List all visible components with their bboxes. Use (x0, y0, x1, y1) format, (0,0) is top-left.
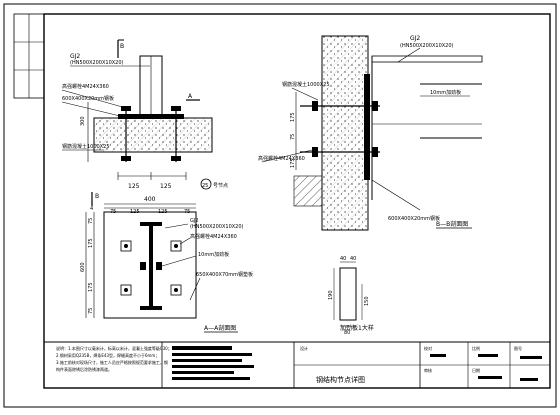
stiffener-title: 加劲板1大样 (340, 324, 374, 332)
plan-section-mark: B (95, 193, 99, 200)
top-label-column-spec: (HN500X200X10X20) (70, 60, 124, 66)
top-label-column: GJ2 (70, 53, 80, 60)
top-dim-bottom-1: 125 (128, 183, 140, 190)
title-block: 说明：1.本图尺寸以毫米计，标高以米计，混凝土强度等级C30； 2.钢材采用Q2… (43, 341, 551, 389)
stiffener-dim-bottom: 80 (344, 330, 350, 336)
stiffener-dim-top-2: 40 (350, 256, 356, 262)
top-dim-bottom-2: 125 (160, 183, 172, 190)
plan-dim-top-4: 75 (184, 209, 190, 215)
side-dim-b: 75 (290, 134, 296, 140)
label-approver: 审核 (424, 367, 432, 373)
side-label-plate: 600X400X20mm钢板 (388, 215, 440, 222)
detail-symbol (200, 178, 212, 190)
note-line-4: 构件表面除锈后涂防锈漆两道。 (56, 366, 112, 372)
stiffener-dim-left: 190 (328, 290, 334, 300)
plan-label-bolt: 高强螺栓4M24X360 (190, 233, 237, 240)
plan-view-title: A—A剖面图 (204, 324, 236, 332)
note-line-3: 3.施工前核对现场尺寸，施工人员应严格按照规范要求施工，钢 (56, 359, 168, 365)
plan-label-base: 650X400X70mm钢垫板 (196, 271, 253, 278)
company-name-block (172, 346, 254, 380)
note-line-1: 说明：1.本图尺寸以毫米计，标高以米计，混凝土强度等级C30； (56, 345, 172, 351)
label-sheet-no: 图号 (514, 345, 522, 351)
plan-label-stiffener: 10mm加劲板 (198, 251, 229, 258)
label-checker: 校对 (424, 345, 432, 351)
label-date: 日期 (472, 367, 480, 373)
plan-label-column: GJ2 (190, 218, 199, 224)
top-label-bolt: 高强螺栓4M24X360 (62, 83, 109, 90)
plan-label-column-spec: (HN500X200X10X20) (190, 224, 244, 230)
side-label-column: GJ2 (410, 35, 420, 42)
top-view: B A GJ2 (HN500X200X10X20) 高强螺栓4M24X360 6… (61, 39, 228, 190)
side-label-stiffener: 10mm加劲板 (430, 89, 461, 96)
top-label-plate: 600X400X20mm钢板 (62, 95, 114, 102)
top-view-sym: 25 (202, 183, 208, 189)
top-label-base: 钢筋混凝土1000X25 (62, 143, 110, 150)
side-label-column-spec: (HN500X200X10X20) (400, 43, 454, 49)
plan-dim-side-3: 175 (88, 282, 94, 292)
side-dim-c: 175 (290, 158, 296, 168)
top-section-mark-a: A (188, 93, 193, 100)
plan-dim-top-3: 125 (158, 209, 168, 215)
plan-dim-side-2: 175 (88, 238, 94, 248)
outer-frame (3, 3, 557, 408)
label-designer: 设计 (300, 345, 308, 351)
side-dim-a: 175 (290, 112, 296, 122)
plan-dim-top-2: 125 (130, 209, 140, 215)
plan-corner-label: 4 (90, 206, 93, 212)
side-label-top: 钢筋混凝土1000X25 (282, 81, 330, 88)
plan-dim-total-side: 600 (80, 262, 86, 272)
side-view: GJ2 (HN500X200X10X20) 10mm加劲板 高强螺栓4M24X3… (258, 35, 483, 231)
label-scale: 比例 (472, 345, 480, 351)
top-section-mark-b: B (120, 43, 124, 50)
plan-view: 400 75 125 125 75 75 175 175 75 600 B 4 … (80, 192, 253, 333)
drawing-name: 钢结构节点详图 (316, 375, 365, 384)
plan-dim-side-1: 75 (88, 218, 94, 224)
plan-dim-total: 400 (144, 196, 156, 203)
top-dim-left-1: 300 (80, 116, 86, 126)
stiffener-dim-right: 150 (364, 296, 370, 306)
side-view-title: B—B剖面图 (436, 220, 468, 228)
top-view-text: 号节点 (213, 183, 228, 189)
stiffener-dim-top-1: 40 (340, 256, 346, 262)
plan-dim-top-1: 75 (110, 209, 116, 215)
side-label-bolt: 高强螺栓4M24X360 (258, 155, 305, 162)
note-line-2: 2.钢材采用Q235B，焊条E43型，焊缝高度不小于6mm； (56, 352, 159, 358)
stiffener-detail: 40 40 190 150 80 加劲板1大样 (328, 256, 374, 336)
plan-dim-side-4: 75 (88, 308, 94, 314)
